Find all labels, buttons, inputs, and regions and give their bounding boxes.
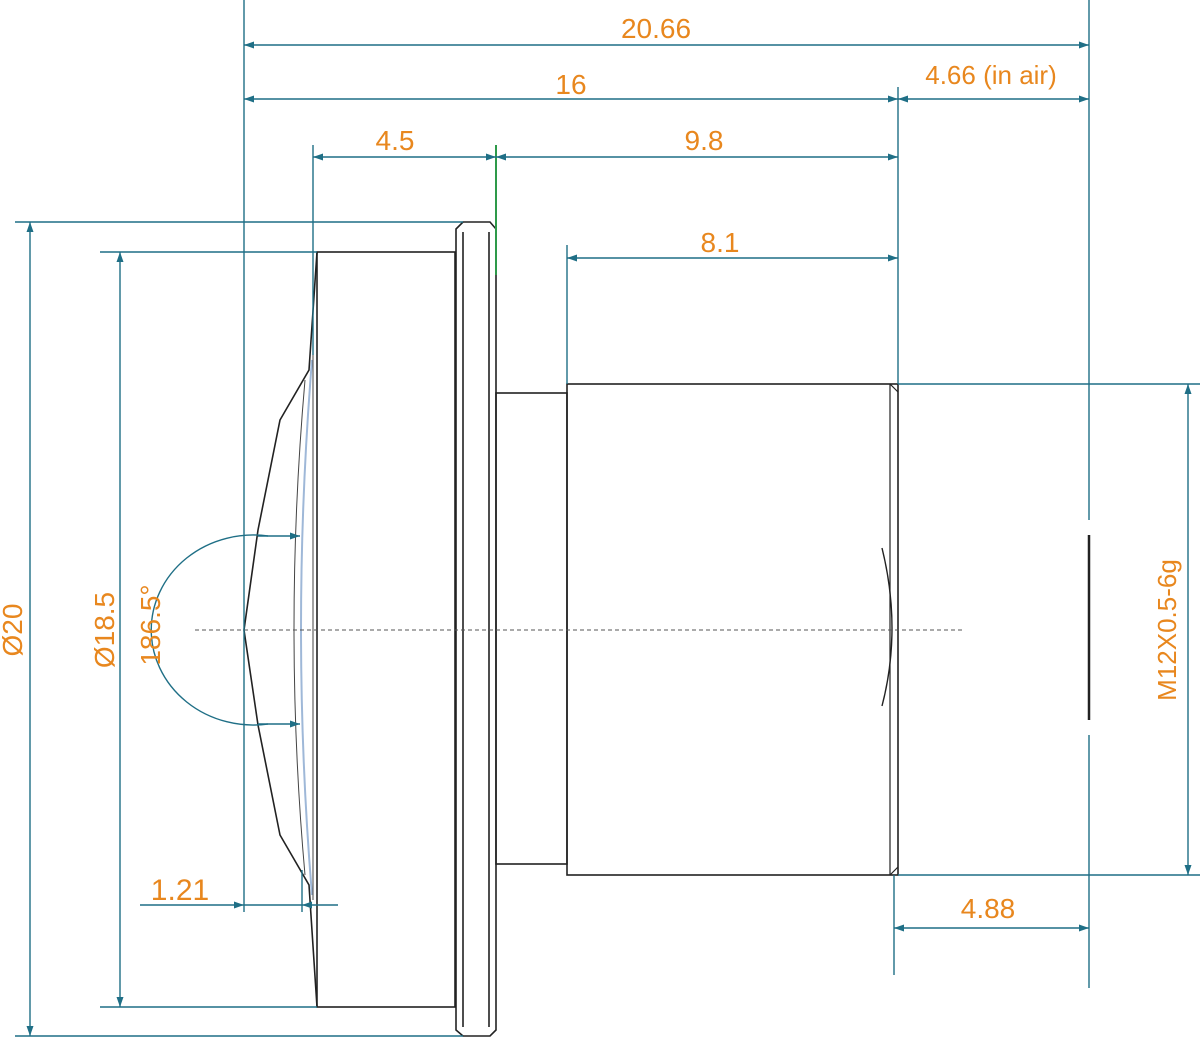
label-front-to-flange: 4.5	[376, 125, 415, 156]
label-back-focal-air: 4.66 (in air)	[925, 60, 1057, 90]
extension-lines	[15, 0, 1200, 1037]
lens-neck	[495, 392, 568, 865]
label-flange-length: 16	[555, 69, 586, 100]
label-flange-to-end: 9.8	[685, 125, 724, 156]
label-thread-length: 8.1	[701, 227, 740, 258]
dimension-lines	[26, 41, 1192, 1036]
label-lens-protrusion: 1.21	[151, 874, 209, 907]
label-barrel-diameter: Ø18.5	[89, 592, 120, 668]
label-overall-length: 20.66	[621, 13, 691, 44]
label-thread-spec: M12X0.5-6g	[1152, 559, 1182, 701]
flange	[455, 221, 497, 1037]
label-outer-diameter: Ø20	[0, 604, 28, 657]
dimension-labels: 20.66 16 4.66 (in air) 4.5 9.8 8.1 Ø20 Ø…	[0, 13, 1182, 924]
fov-arc	[150, 534, 269, 726]
lens-body	[316, 221, 899, 1037]
rear-lens-element	[881, 547, 893, 707]
label-field-of-view: 186.5°	[135, 584, 166, 665]
label-sensor-distance: 4.88	[961, 893, 1016, 924]
